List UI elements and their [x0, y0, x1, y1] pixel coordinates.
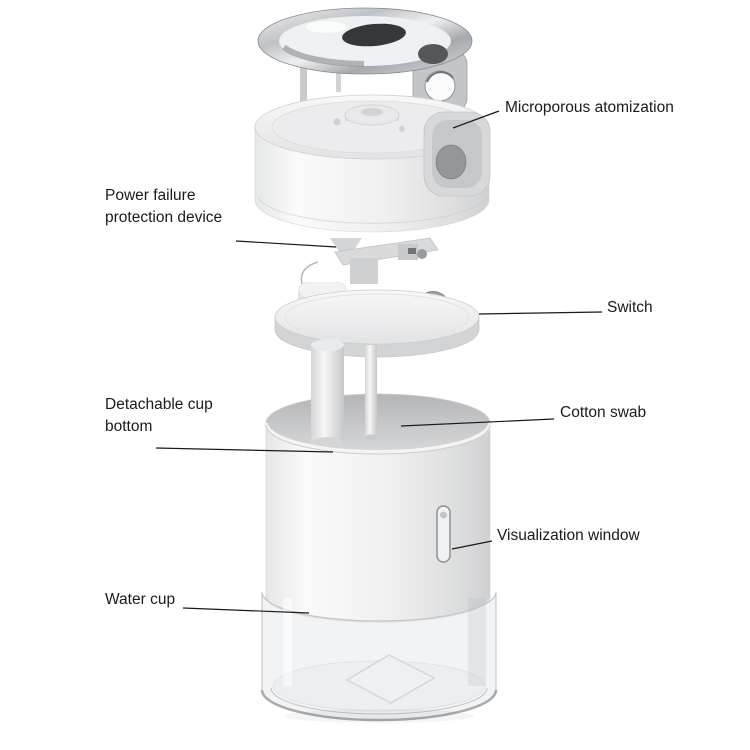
label-detachable-cup-bottom: Detachable cup bottom: [105, 396, 213, 436]
label-cotton-swab: Cotton swab: [560, 404, 647, 421]
visualization-window-slit: [436, 505, 451, 563]
label-water-cup: Water cup: [105, 591, 176, 608]
housing-cutout: [423, 111, 491, 197]
label-visualization-window: Visualization window: [497, 527, 640, 544]
top-cover-assembly: [257, 7, 473, 113]
label-microporous-atomization: Microporous atomization: [505, 99, 674, 116]
water-tank-body: [264, 422, 492, 623]
chrome-lid: [257, 7, 473, 75]
protection-module: [300, 237, 439, 285]
cover-leg: [336, 64, 341, 92]
transparent-water-cup: [260, 591, 498, 723]
cover-leg: [300, 56, 307, 102]
label-switch: Switch: [607, 299, 653, 316]
cup-bottom-plate: [346, 654, 435, 704]
label-power-failure-protection: Power failure protection device: [105, 187, 223, 227]
upper-housing: [254, 94, 491, 233]
cotton-swab-tubes: [311, 339, 377, 449]
